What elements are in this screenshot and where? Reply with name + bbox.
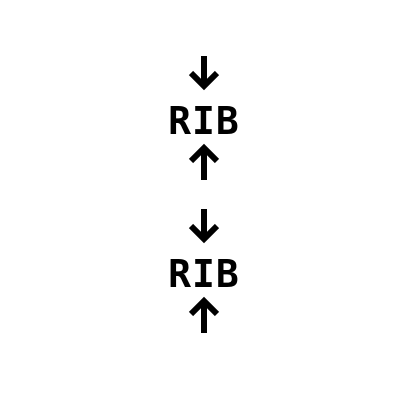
rib-marker-top: RIB — [0, 55, 400, 185]
arrow-down-icon — [184, 208, 224, 248]
arrow-down-icon — [184, 55, 224, 95]
rib-label: RIB — [168, 252, 240, 296]
rib-label: RIB — [168, 99, 240, 143]
arrow-up-icon — [184, 293, 224, 333]
rib-marker-bottom: RIB — [0, 208, 400, 338]
arrow-up-icon — [184, 140, 224, 180]
